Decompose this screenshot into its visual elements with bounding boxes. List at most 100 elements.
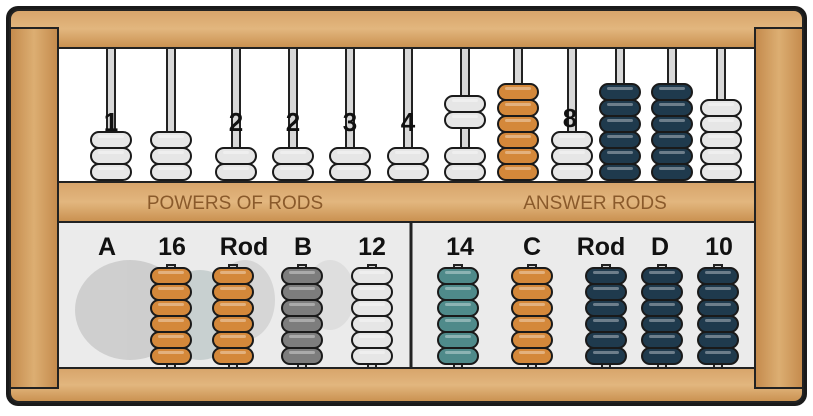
upper-bead-rod-4[interactable] — [272, 147, 314, 165]
lower-bead-rod-4[interactable] — [351, 299, 393, 317]
upper-bead-rod-8[interactable] — [497, 83, 539, 101]
upper-bead-rod-1[interactable] — [90, 147, 132, 165]
bead-highlight — [445, 287, 471, 290]
lower-bead-rod-5[interactable] — [437, 267, 479, 285]
lower-bead-rod-1[interactable] — [150, 347, 192, 365]
lower-bead-rod-9[interactable] — [697, 267, 739, 285]
upper-bead-rod-3[interactable] — [215, 163, 257, 181]
upper-bead-rod-7[interactable] — [444, 147, 486, 165]
lower-bead-rod-9[interactable] — [697, 315, 739, 333]
lower-bead-rod-7[interactable] — [585, 283, 627, 301]
lower-bead-rod-7[interactable] — [585, 267, 627, 285]
upper-bead-rod-3[interactable] — [215, 147, 257, 165]
lower-bead-rod-9[interactable] — [697, 331, 739, 349]
lower-bead-rod-5[interactable] — [437, 347, 479, 365]
lower-bead-rod-5[interactable] — [437, 315, 479, 333]
lower-bead-rod-3[interactable] — [281, 283, 323, 301]
lower-bead-rod-4[interactable] — [351, 331, 393, 349]
lower-bead-rod-1[interactable] — [150, 283, 192, 301]
lower-bead-rod-5[interactable] — [437, 331, 479, 349]
lower-bead-rod-2[interactable] — [212, 267, 254, 285]
lower-bead-rod-4[interactable] — [351, 267, 393, 285]
lower-bead-rod-1[interactable] — [150, 315, 192, 333]
upper-bead-rod-9[interactable] — [551, 147, 593, 165]
upper-bead-rod-11[interactable] — [651, 163, 693, 181]
lower-bead-rod-9[interactable] — [697, 299, 739, 317]
lower-bead-rod-1[interactable] — [150, 267, 192, 285]
upper-bead-rod-12[interactable] — [700, 147, 742, 165]
upper-bead-rod-9[interactable] — [551, 131, 593, 149]
upper-bead-rod-1[interactable] — [90, 163, 132, 181]
upper-bead-rod-1[interactable] — [90, 131, 132, 149]
upper-bead-rod-6[interactable] — [387, 163, 429, 181]
upper-top-bead-rod-7[interactable] — [444, 95, 486, 113]
lower-bead-rod-2[interactable] — [212, 315, 254, 333]
lower-bead-rod-3[interactable] — [281, 315, 323, 333]
upper-bead-rod-12[interactable] — [700, 115, 742, 133]
lower-bead-rod-7[interactable] — [585, 347, 627, 365]
lower-bead-rod-2[interactable] — [212, 331, 254, 349]
lower-bead-rod-8[interactable] — [641, 347, 683, 365]
lower-bead-rod-2[interactable] — [212, 347, 254, 365]
lower-bead-rod-5[interactable] — [437, 283, 479, 301]
lower-bead-rod-8[interactable] — [641, 283, 683, 301]
upper-bead-rod-12[interactable] — [700, 163, 742, 181]
upper-top-bead-rod-7[interactable] — [444, 111, 486, 129]
lower-bead-rod-7[interactable] — [585, 331, 627, 349]
upper-bead-rod-12[interactable] — [700, 131, 742, 149]
lower-bead-rod-6[interactable] — [511, 267, 553, 285]
lower-bead-rod-9[interactable] — [697, 347, 739, 365]
lower-bead-rod-8[interactable] — [641, 267, 683, 285]
lower-bead-rod-1[interactable] — [150, 299, 192, 317]
upper-bead-rod-10[interactable] — [599, 163, 641, 181]
lower-bead-rod-6[interactable] — [511, 331, 553, 349]
upper-bead-rod-11[interactable] — [651, 147, 693, 165]
lower-bead-rod-4[interactable] — [351, 315, 393, 333]
upper-bead-rod-5[interactable] — [329, 147, 371, 165]
lower-bead-rod-9[interactable] — [697, 283, 739, 301]
upper-bead-rod-10[interactable] — [599, 115, 641, 133]
lower-bead-rod-2[interactable] — [212, 299, 254, 317]
lower-bead-rod-8[interactable] — [641, 331, 683, 349]
lower-bead-rod-3[interactable] — [281, 267, 323, 285]
lower-bead-rod-6[interactable] — [511, 283, 553, 301]
upper-bead-rod-6[interactable] — [387, 147, 429, 165]
lower-bead-rod-5[interactable] — [437, 299, 479, 317]
lower-bead-rod-3[interactable] — [281, 299, 323, 317]
upper-bead-rod-10[interactable] — [599, 147, 641, 165]
upper-bead-rod-8[interactable] — [497, 163, 539, 181]
upper-bead-rod-11[interactable] — [651, 131, 693, 149]
upper-bead-rod-12[interactable] — [700, 99, 742, 117]
upper-bead-rod-10[interactable] — [599, 131, 641, 149]
upper-bead-rod-7[interactable] — [444, 163, 486, 181]
lower-bead-rod-3[interactable] — [281, 347, 323, 365]
lower-bead-rod-7[interactable] — [585, 315, 627, 333]
lower-bead-rod-6[interactable] — [511, 299, 553, 317]
lower-bead-rod-4[interactable] — [351, 347, 393, 365]
upper-bead-rod-5[interactable] — [329, 163, 371, 181]
upper-bead-rod-8[interactable] — [497, 115, 539, 133]
upper-bead-rod-8[interactable] — [497, 147, 539, 165]
lower-bead-rod-1[interactable] — [150, 331, 192, 349]
upper-bead-rod-2[interactable] — [150, 147, 192, 165]
upper-bead-rod-11[interactable] — [651, 83, 693, 101]
lower-bead-rod-4[interactable] — [351, 283, 393, 301]
lower-bead-rod-2[interactable] — [212, 283, 254, 301]
upper-bead-rod-8[interactable] — [497, 131, 539, 149]
upper-bead-rod-11[interactable] — [651, 115, 693, 133]
lower-bead-rod-8[interactable] — [641, 315, 683, 333]
upper-bead-rod-2[interactable] — [150, 163, 192, 181]
lower-bead-rod-6[interactable] — [511, 315, 553, 333]
upper-bead-rod-10[interactable] — [599, 99, 641, 117]
upper-bead-rod-4[interactable] — [272, 163, 314, 181]
lower-bead-rod-3[interactable] — [281, 331, 323, 349]
upper-bead-rod-9[interactable] — [551, 163, 593, 181]
upper-bead-rod-2[interactable] — [150, 131, 192, 149]
lower-bead-rod-6[interactable] — [511, 347, 553, 365]
upper-bead-rod-8[interactable] — [497, 99, 539, 117]
upper-bead-rod-11[interactable] — [651, 99, 693, 117]
lower-bead-rod-8[interactable] — [641, 299, 683, 317]
bead-highlight — [395, 151, 421, 154]
upper-bead-rod-10[interactable] — [599, 83, 641, 101]
lower-bead-rod-7[interactable] — [585, 299, 627, 317]
